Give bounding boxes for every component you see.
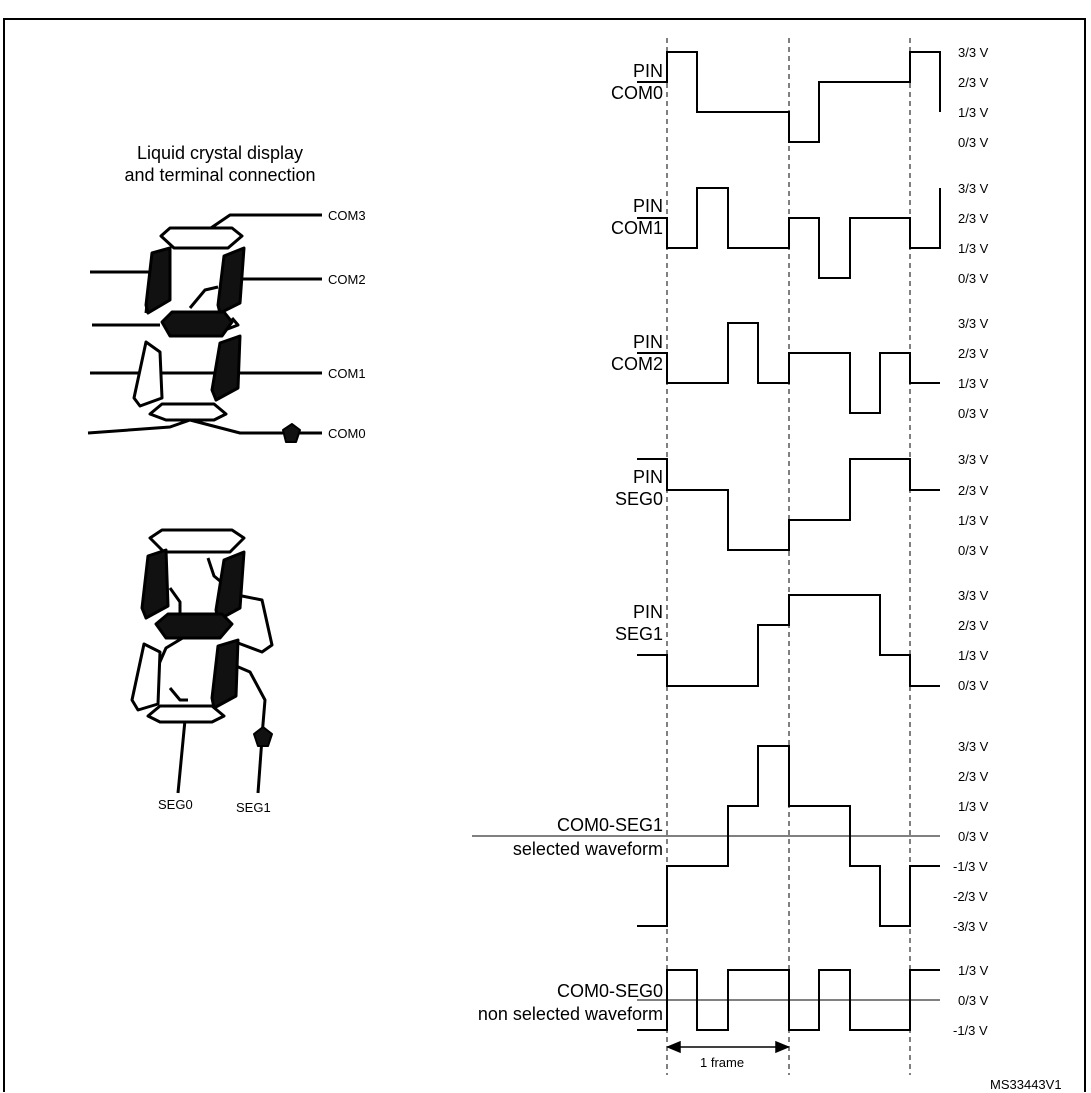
- com1-terminal-label: COM1: [328, 366, 366, 381]
- seg0-pin-label-line2: SEG0: [614, 489, 663, 509]
- seg0-pin-label-line1: PIN: [632, 467, 663, 487]
- com0-level-label: 3/3 V: [958, 45, 989, 60]
- com2-level-label: 2/3 V: [958, 346, 989, 361]
- com0-level-label: 0/3 V: [958, 135, 989, 150]
- waveform-traces: [637, 51, 941, 1031]
- seg1-terminal-label: SEG1: [236, 800, 271, 815]
- com0-waveform: [637, 51, 941, 143]
- selected-level-label: -1/3 V: [953, 859, 988, 874]
- frame-arrow-right-head: [775, 1040, 790, 1054]
- seg0-level-label: 1/3 V: [958, 513, 989, 528]
- lcd-digit-seg-wiring: [130, 528, 274, 794]
- com2-terminal-label: COM2: [328, 272, 366, 287]
- com2-pin-label-line1: PIN: [632, 332, 663, 352]
- seg1-connector-dot: [253, 726, 273, 747]
- com1-waveform: [637, 187, 941, 279]
- figure-id-label: MS33443V1: [990, 1077, 1062, 1092]
- nonselected-level-label: -1/3 V: [953, 1023, 988, 1038]
- seg1-pin-label-line2: SEG1: [614, 624, 663, 644]
- lcd-panel-title-line2: and terminal connection: [124, 165, 316, 185]
- com0-pin-label-line2: COM0: [610, 83, 663, 103]
- segment-c: [210, 638, 240, 710]
- seg-link-left: [168, 587, 182, 614]
- selected-level-label: 1/3 V: [958, 799, 989, 814]
- segment-b: [216, 246, 246, 315]
- com3-wire: [204, 213, 322, 234]
- segment-g: [160, 310, 234, 338]
- com2-pin-label-line2: COM2: [610, 354, 663, 374]
- selected-level-label: 0/3 V: [958, 829, 989, 844]
- nonselected-waveform-label-line2: non selected waveform: [477, 1004, 663, 1024]
- com1-level-label: 1/3 V: [958, 241, 989, 256]
- selected-level-label: -3/3 V: [953, 919, 988, 934]
- com0-pin-label-line1: PIN: [632, 61, 663, 81]
- com0-seg0-nonselected-waveform: [637, 969, 940, 1031]
- com1-level-label: 3/3 V: [958, 181, 989, 196]
- com1-level-label: 0/3 V: [958, 271, 989, 286]
- nonselected-waveform-label-line1: COM0-SEG0: [556, 981, 663, 1001]
- seg0-level-label: 0/3 V: [958, 543, 989, 558]
- com2-wire-inner: [188, 285, 219, 309]
- seg1-waveform: [637, 594, 940, 687]
- com2-level-label: 1/3 V: [958, 376, 989, 391]
- segment-c: [210, 334, 242, 402]
- segment-e: [132, 340, 164, 408]
- com0-terminal-label: COM0: [328, 426, 366, 441]
- seg0-terminal-label: SEG0: [158, 797, 193, 812]
- selected-waveform-label-line2: selected waveform: [512, 839, 663, 859]
- com2-waveform: [637, 322, 940, 414]
- com1-pin-label-line2: COM1: [610, 218, 663, 238]
- segment-g: [154, 612, 234, 640]
- lcd-panel-title-line1: Liquid crystal display: [136, 143, 304, 163]
- seg1-route: [235, 664, 267, 737]
- seg0-level-label: 2/3 V: [958, 483, 989, 498]
- seg1-level-label: 2/3 V: [958, 618, 989, 633]
- seg1-level-label: 1/3 V: [958, 648, 989, 663]
- nonselected-level-label: 0/3 V: [958, 993, 989, 1008]
- segment-e: [130, 642, 162, 712]
- selected-level-label: 3/3 V: [958, 739, 989, 754]
- com2-level-label: 0/3 V: [958, 406, 989, 421]
- selected-waveform-label-line1: COM0-SEG1: [556, 815, 663, 835]
- segment-f: [144, 246, 172, 315]
- seg1-level-label: 0/3 V: [958, 678, 989, 693]
- seg-link-bottom: [168, 687, 188, 702]
- selected-level-label: 2/3 V: [958, 769, 989, 784]
- zero-reference-lines: [472, 835, 940, 1001]
- com1-level-label: 2/3 V: [958, 211, 989, 226]
- lcd-digit-com-wiring: [87, 213, 322, 443]
- seg-link-right: [237, 594, 274, 654]
- seg1-pin-label-line1: PIN: [632, 602, 663, 622]
- segment-b: [214, 550, 246, 622]
- seg0-wire: [176, 719, 187, 794]
- segment-d: [146, 704, 226, 724]
- figure-title-area: [0, 0, 1091, 20]
- com0-level-label: 1/3 V: [958, 105, 989, 120]
- frame-boundaries: [666, 38, 911, 1075]
- segment-f: [140, 548, 170, 620]
- com3-terminal-label: COM3: [328, 208, 366, 223]
- frame-arrow-left-head: [666, 1040, 681, 1054]
- nonselected-level-label: 1/3 V: [958, 963, 989, 978]
- com2-level-label: 3/3 V: [958, 316, 989, 331]
- seg1-wire: [256, 737, 264, 794]
- selected-level-label: -2/3 V: [953, 889, 988, 904]
- com-link-b: [224, 317, 240, 332]
- frame-duration-label: 1 frame: [700, 1055, 745, 1070]
- seg0-waveform: [637, 458, 940, 551]
- seg1-level-label: 3/3 V: [958, 588, 989, 603]
- segment-d: [148, 402, 228, 422]
- seg0-level-label: 3/3 V: [958, 452, 989, 467]
- figure-border: [3, 18, 1086, 1092]
- frame-dimension-arrow: [666, 1040, 790, 1054]
- com0-seg1-selected-waveform: [637, 745, 940, 927]
- com0-level-label: 2/3 V: [958, 75, 989, 90]
- com0-connector-dot: [282, 423, 301, 443]
- segment-a: [159, 226, 244, 250]
- com1-pin-label-line1: PIN: [632, 196, 663, 216]
